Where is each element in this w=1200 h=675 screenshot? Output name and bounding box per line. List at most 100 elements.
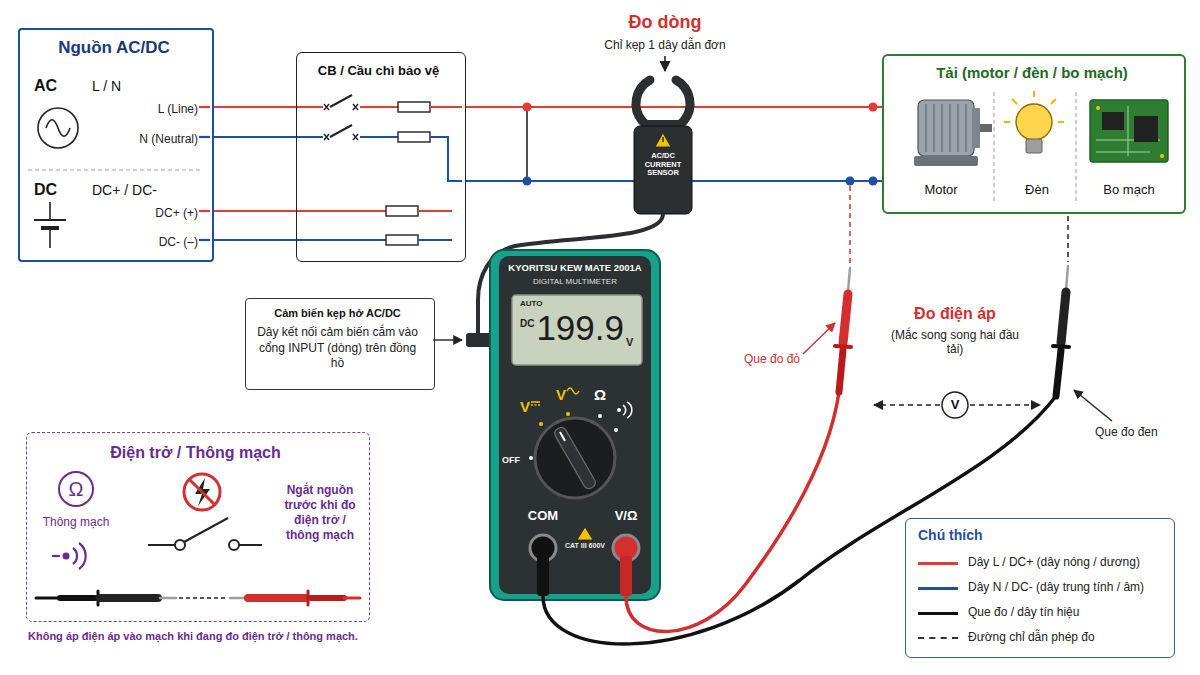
source-type: AC [34, 76, 70, 95]
load-name: Motor [894, 182, 988, 198]
dc-battery-symbol [34, 202, 66, 248]
ohm-circle [59, 472, 93, 506]
callout-title: Cảm biến kẹp hở AC/DC [246, 307, 429, 320]
probe-pair [248, 594, 306, 602]
black-probe [1061, 292, 1066, 343]
junction [523, 103, 532, 112]
protection-box: CB / Cầu chì bảo vệ [296, 52, 466, 262]
red-probe [843, 294, 848, 343]
clamp-sensor [634, 126, 692, 214]
dial-position: V [556, 386, 570, 404]
red-probe [835, 268, 851, 392]
fuse [430, 137, 462, 181]
safety-note: Ngắt nguồn trước khi đo điện trở / thông… [279, 483, 361, 543]
breaker-switch [324, 134, 329, 140]
ac-symbol [38, 108, 78, 148]
conductor-names: L / N [92, 78, 162, 95]
circuit-board-icon [1160, 154, 1164, 158]
motor-icon [933, 104, 935, 152]
panel-title: Tải (motor / đèn / bo mạch) [884, 64, 1180, 82]
clamp-sensor [655, 133, 671, 147]
probe-pair [36, 591, 360, 605]
test-lead [537, 556, 549, 596]
rotary-dial [529, 412, 618, 498]
section-heading: Đo dòng [590, 12, 740, 34]
source-type: DC [34, 180, 70, 199]
motor-icon [914, 100, 992, 166]
motor-icon [941, 104, 943, 152]
measurement-guide [970, 404, 1040, 406]
probe-pair [160, 597, 176, 600]
continuity-icon [79, 543, 86, 569]
legend-swatch [918, 587, 958, 590]
bulb-icon [1058, 121, 1064, 123]
fuse [296, 102, 462, 245]
dial-mode-mark [531, 401, 540, 403]
circuit-board-icon [1096, 106, 1160, 156]
breaker-switch [353, 104, 358, 110]
pointer-arrow [664, 56, 666, 71]
red-probe [839, 350, 843, 392]
legend-swatch [918, 612, 958, 615]
continuity-icon [73, 548, 77, 564]
jack-label: COM [518, 508, 568, 524]
multimeter-body [512, 295, 642, 365]
measurement-guide [849, 186, 851, 264]
open-switch-symbol [229, 540, 239, 550]
multimeter-body [490, 250, 660, 600]
dial-position: V [520, 398, 534, 416]
circuit-board-icon [1090, 100, 1168, 162]
bulb-icon [1004, 91, 1064, 153]
wire-stub [199, 106, 210, 108]
mode-name: Thông mạch [31, 515, 121, 529]
motor-icon [957, 104, 959, 152]
load-panel: Tải (motor / đèn / bo mạch)MotorĐènBo mạ… [882, 54, 1186, 214]
dc-battery-symbol [49, 202, 51, 220]
callout-body: Dây kết nối cảm biến cắm vào cổng INPUT … [255, 325, 420, 372]
probe-pair [311, 595, 344, 601]
dc-battery-symbol [41, 226, 59, 230]
fuse [398, 102, 430, 112]
voltmeter-symbol [942, 392, 968, 418]
terminal-label: DC+ (+) [116, 206, 198, 220]
continuity-icon [52, 555, 60, 557]
fuse [386, 235, 418, 245]
continuity-icon [52, 543, 86, 569]
motor-icon [914, 156, 978, 166]
sensor-callout: Cảm biến kẹp hở AC/DC Dây kết nối cảm biế… [245, 298, 435, 390]
no-power-icon [184, 474, 220, 510]
clamp-sensor [662, 137, 663, 142]
junction [523, 103, 878, 186]
dial-position: OFF [502, 455, 528, 466]
junction [869, 103, 878, 112]
circuit-board-icon [1128, 106, 1129, 156]
load-divider [994, 92, 995, 202]
multimeter-body [490, 250, 660, 600]
rotary-dial [598, 414, 602, 418]
bulb-icon [1004, 121, 1010, 123]
rotary-dial [614, 428, 618, 432]
breaker-switch [324, 104, 329, 110]
bulb-icon [1012, 99, 1017, 104]
sensor-cable [466, 333, 492, 347]
input-jack [530, 527, 639, 561]
circuit-board-icon [1096, 152, 1150, 153]
probe-pair [230, 597, 246, 600]
bulb-icon [1026, 139, 1042, 153]
meter-symbol: V [946, 397, 964, 413]
dc-battery-symbol [49, 230, 51, 248]
wire-connector [214, 136, 296, 138]
motor-icon [980, 124, 992, 132]
terminal-label: N (Neutral) [116, 132, 198, 146]
rotary-dial [566, 412, 570, 416]
load-name: Bo mạch [1080, 182, 1178, 198]
junction [526, 107, 528, 181]
fuse [418, 239, 452, 241]
wire-connector [214, 210, 296, 212]
legend-text: Dây L / DC+ (dây nóng / dương) [968, 555, 1168, 569]
resistance-panel: Điện trở / Thông mạchΩThông mạchNgắt ngu… [26, 432, 370, 622]
breaker-switch [296, 136, 323, 138]
no-power-icon [189, 479, 215, 505]
fuse [386, 206, 418, 216]
